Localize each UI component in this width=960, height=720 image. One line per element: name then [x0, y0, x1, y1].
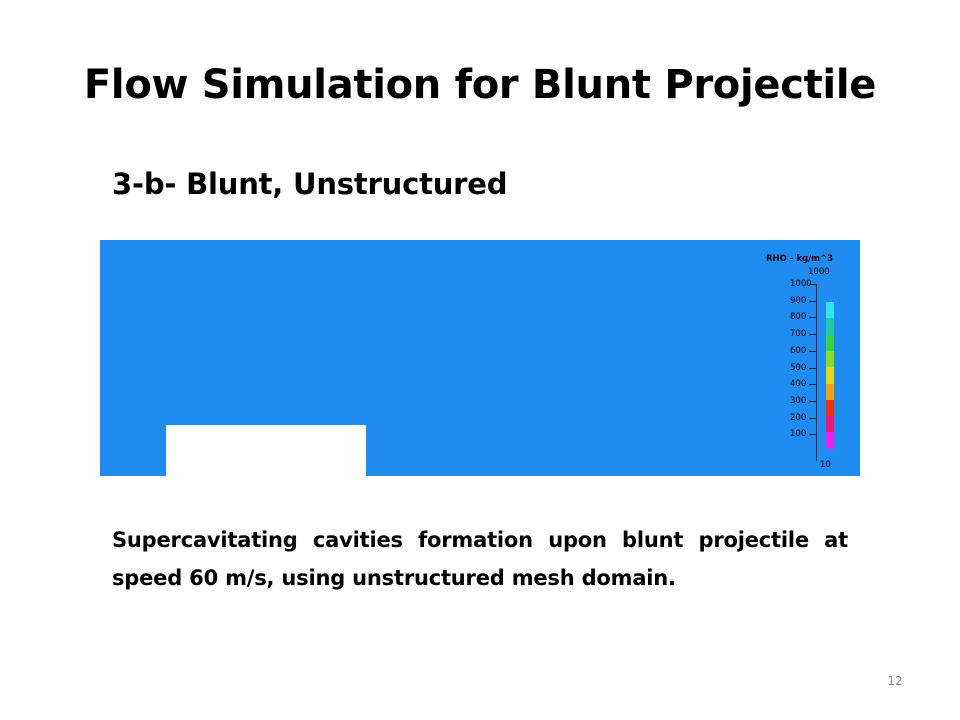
legend-title: RHO - kg/m^3	[766, 254, 834, 264]
legend-tick-mark	[809, 300, 817, 302]
legend-tick-mark	[809, 350, 817, 352]
legend-tick-mark	[809, 284, 817, 285]
legend-tick-label: 900	[790, 295, 807, 306]
simulation-image: RHO - kg/m^3 1000 1000 900 800 700 600 500 400…	[100, 240, 860, 476]
page-number: 12	[887, 674, 903, 688]
legend-color-band	[826, 350, 834, 368]
legend-color-band	[826, 318, 834, 336]
legend-tick-label: 1000	[790, 279, 812, 289]
legend-tick-mark	[809, 400, 817, 402]
legend-min-label: 10	[820, 460, 831, 470]
legend-color-band	[826, 416, 834, 433]
legend-color-band	[826, 334, 834, 352]
slide-title: Flow Simulation for Blunt Projectile	[83, 62, 877, 108]
legend-color-band	[826, 367, 834, 384]
legend-tick-mark	[809, 417, 817, 419]
legend-color-band	[826, 399, 834, 417]
legend-axis	[816, 285, 817, 461]
legend-tick-mark	[809, 384, 817, 386]
legend-tick-mark	[809, 317, 817, 319]
slide-caption: Supercavitating cavities formation upon …	[112, 528, 848, 590]
legend-tick-label: 600	[790, 345, 807, 356]
legend-tick-label: 500	[790, 362, 807, 373]
legend-color-band	[826, 432, 834, 450]
legend-tick-mark	[809, 334, 817, 336]
legend-tick-mark	[809, 367, 817, 369]
legend-color-band	[826, 302, 834, 319]
legend-max-label: 1000	[808, 267, 830, 277]
legend-tick-mark	[809, 434, 817, 436]
legend-tick-label: 700	[790, 329, 807, 340]
legend-tick-label: 100	[790, 429, 807, 440]
legend-tick-label: 300	[790, 395, 807, 406]
blunt-projectile	[166, 425, 366, 476]
legend-color-band	[826, 383, 834, 401]
legend-tick-label: 800	[790, 312, 807, 323]
slide-subtitle: 3-b- Blunt, Unstructured	[112, 167, 508, 201]
legend-tick-label: 200	[790, 412, 807, 423]
legend-tick-label: 400	[790, 379, 807, 390]
